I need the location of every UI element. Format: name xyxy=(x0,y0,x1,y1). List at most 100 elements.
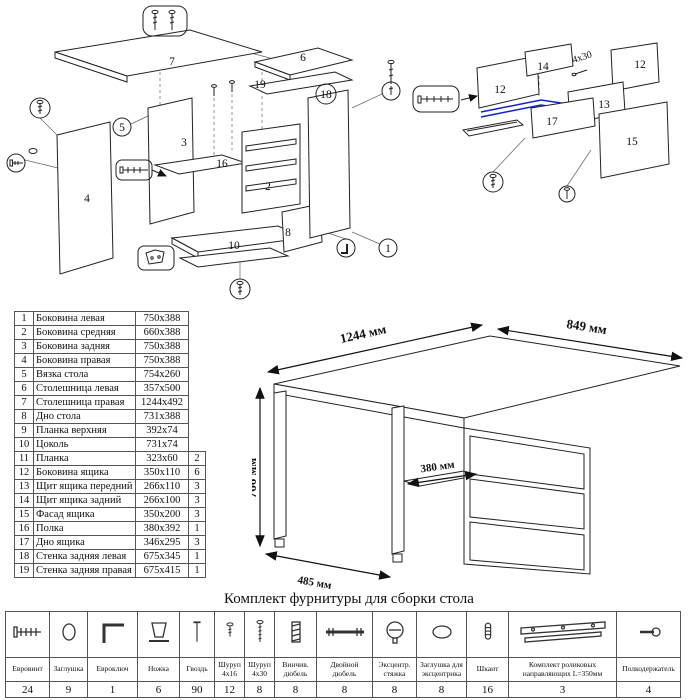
hardware-name: Заглушка xyxy=(49,657,88,682)
part-size-cell: 323x60 xyxy=(135,451,189,466)
hardware-name: Шкант xyxy=(466,657,509,682)
hardware-name: Евровинт xyxy=(5,657,50,682)
drawer-side-front xyxy=(610,42,660,92)
part-name-cell: Щит ящика задний xyxy=(33,493,136,508)
hex-key-callout xyxy=(336,238,356,258)
part-num-cell: 12 xyxy=(14,465,34,480)
hex-key-icon xyxy=(87,611,138,658)
part-size-cell: 350x110 xyxy=(135,465,189,480)
part-qty-cell: 1 xyxy=(188,563,206,578)
hardware-name: Эксцентр. стяжка xyxy=(372,657,417,682)
part-number-label: 15 xyxy=(626,136,638,148)
shelf-pin-icon xyxy=(616,611,681,658)
hardware-table: Евровинт Заглушка Евроключ Ножка Гвоздь … xyxy=(5,611,681,698)
hardware-names-row: Евровинт Заглушка Евроключ Ножка Гвоздь … xyxy=(5,657,681,682)
circled-part-numbers xyxy=(112,83,398,258)
part-name-cell: Цоколь xyxy=(33,437,136,452)
part-num-cell: 13 xyxy=(14,479,34,494)
exploded-drawer-diagram: 12 14 12 13 17 15 4x30 xyxy=(412,42,670,203)
part-num-cell: 4 xyxy=(14,353,34,368)
part-num-cell: 11 xyxy=(14,451,34,466)
part-number-label: 8 xyxy=(285,227,291,239)
part-size-cell: 750x388 xyxy=(135,311,189,326)
part-qty-cell: 3 xyxy=(188,479,206,494)
desk-middle-panel xyxy=(391,405,405,563)
hardware-icons-row xyxy=(5,611,681,658)
part-num-cell: 17 xyxy=(14,535,34,550)
screw-callout xyxy=(29,97,51,119)
part-size-cell: 754x260 xyxy=(135,367,189,382)
cam-cap-icon xyxy=(416,611,467,658)
hardware-name: Двойной дюбель xyxy=(316,657,373,682)
hardware-qty: 6 xyxy=(137,681,180,698)
drawer-bottom-panel xyxy=(530,97,596,139)
part-size-cell: 357x500 xyxy=(135,381,189,396)
part-num-cell: 18 xyxy=(14,549,34,564)
drawer-back-panel xyxy=(524,43,574,77)
part-name-cell: Дно стола xyxy=(33,409,136,424)
plinth-panel xyxy=(178,247,290,268)
desk-top xyxy=(273,335,681,429)
part-name-cell: Столешница правая xyxy=(33,395,136,410)
screw-size-glyph xyxy=(571,69,588,77)
drawer-front-2 xyxy=(469,478,585,530)
small-screw-glyph xyxy=(211,80,235,96)
drawer-rail-frame xyxy=(241,123,301,214)
part-qty-cell: 3 xyxy=(188,535,206,550)
part-size-cell: 731x388 xyxy=(135,409,189,424)
part-name-cell: Полка xyxy=(33,521,136,536)
confirmat-callout xyxy=(115,159,167,181)
part-num-cell: 14 xyxy=(14,493,34,508)
part-number-label: 18 xyxy=(320,89,332,101)
part-num-cell: 15 xyxy=(14,507,34,522)
depth-dimension: 849 мм xyxy=(566,316,608,337)
part-num-cell: 19 xyxy=(14,563,34,578)
part-name-cell: Боковина задняя xyxy=(33,339,136,354)
hardware-qty: 9 xyxy=(49,681,88,698)
part-size-cell: 380x392 xyxy=(135,521,189,536)
cap-glyph xyxy=(28,148,38,154)
part-num-cell: 16 xyxy=(14,521,34,536)
part-name-cell: Дно ящика xyxy=(33,535,136,550)
part-number-label: 14 xyxy=(537,61,549,73)
hardware-qty: 8 xyxy=(372,681,417,698)
part-size-cell: 346x295 xyxy=(135,535,189,550)
hardware-qty: 4 xyxy=(616,681,681,698)
screw-callout xyxy=(229,278,251,300)
confirmat-callout xyxy=(412,85,460,113)
hardware-qty: 16 xyxy=(466,681,509,698)
part-name-cell: Планка xyxy=(33,451,136,466)
part-number-label: 10 xyxy=(228,240,240,252)
part-num-cell: 6 xyxy=(14,381,34,396)
part-qty-cell: 1 xyxy=(188,521,206,536)
wood-dowel-icon xyxy=(466,611,509,658)
part-size-cell: 750x388 xyxy=(135,353,189,368)
panel-side-middle xyxy=(147,97,195,225)
part-name-cell: Планка верхняя xyxy=(33,423,136,438)
part-num-cell: 9 xyxy=(14,423,34,438)
part-size-cell: 350x200 xyxy=(135,507,189,522)
part-size-cell: 750x388 xyxy=(135,339,189,354)
width-dimension: 1244 мм xyxy=(338,321,387,346)
panel-top-right xyxy=(54,29,263,83)
part-number-label: 3 xyxy=(181,137,187,149)
nail-icon xyxy=(179,611,215,658)
hardware-name: Комплект роликовых направляющих L=350мм xyxy=(508,657,617,682)
hardware-name: Евроключ xyxy=(87,657,138,682)
part-number-label: 12 xyxy=(634,59,646,71)
side-depth-dimension: 485 мм xyxy=(297,574,333,592)
part-name-cell: Щит ящика передний xyxy=(33,479,136,494)
leader-lines xyxy=(460,76,616,187)
